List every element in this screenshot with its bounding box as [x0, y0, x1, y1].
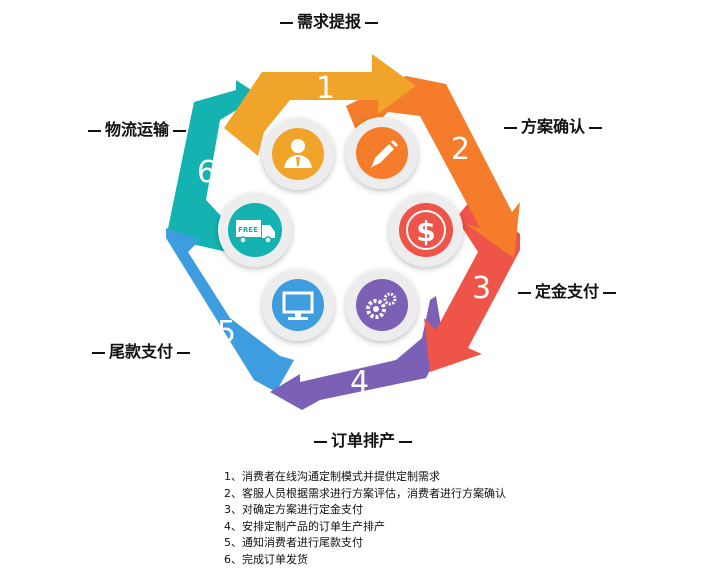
monitor-icon: [282, 291, 314, 320]
arrow-segment-5: [166, 228, 294, 392]
step-item-4: 4、安排定制产品的订单生产排产: [224, 519, 385, 533]
svg-text:$: $: [416, 215, 435, 248]
svg-text:FREE: FREE: [238, 226, 258, 234]
dash-right: [603, 291, 617, 294]
dash-left: [88, 129, 101, 132]
dash-right: [589, 126, 603, 129]
step-item-1: 1、消费者在线沟通定制模式并提供定制需求: [224, 470, 440, 483]
stage-label-text: 订单排产: [331, 431, 396, 450]
dash-left: [92, 351, 105, 354]
dash-right: [365, 21, 379, 24]
stage-circle-3: $: [389, 193, 463, 267]
dash-left: [504, 126, 517, 129]
stage-label-text: 物流运输: [105, 120, 170, 139]
stage-label-6: 物流运输: [84, 116, 190, 140]
stage-label-text: 需求提报: [297, 12, 362, 31]
stage-label-text: 定金支付: [535, 282, 600, 301]
stage-label-text: 方案确认: [521, 117, 586, 136]
gears-icon: [366, 292, 397, 319]
arrow-number-4: 4: [350, 365, 369, 400]
pencil-icon: [370, 140, 398, 168]
stage-circle-1: [262, 118, 334, 190]
stage-label-text: 尾款支付: [109, 342, 174, 361]
stage-circle-5: [262, 269, 334, 341]
dash-right: [173, 129, 187, 132]
dash-left: [314, 440, 327, 443]
dash-left: [518, 291, 531, 294]
step-item-6: 6、完成订单发货: [224, 552, 308, 566]
truck-icon: FREE: [236, 220, 275, 244]
arrow-segment-1: [224, 54, 416, 156]
stage-label-5: 尾款支付: [88, 338, 194, 362]
arrow-number-2: 2: [451, 132, 470, 167]
arrow-segment-6: [166, 80, 262, 255]
arrow-segment-4: [270, 296, 444, 410]
dash-right: [399, 440, 413, 443]
dash-left: [280, 21, 293, 24]
stage-circle-2: [346, 117, 418, 189]
stage-label-2: 方案确认: [500, 113, 606, 137]
arrow-number-5: 5: [217, 315, 236, 350]
arrow-number-6: 6: [197, 155, 216, 190]
arrow-number-3: 3: [472, 271, 491, 306]
step-item-3: 3、对确定方案进行定金支付: [224, 503, 363, 517]
arrow-segment-2: [346, 76, 520, 258]
stage-label-4: 订单排产: [310, 427, 416, 451]
steps-list: 1、消费者在线沟通定制模式并提供定制需求 2、客服人员根据需求进行方案评估，消费…: [224, 469, 506, 569]
stage-circle-4: [346, 269, 418, 341]
step-item-2: 2、客服人员根据需求进行方案评估，消费者进行方案确认: [224, 486, 506, 500]
dash-right: [177, 351, 191, 354]
arrow-number-1: 1: [316, 71, 335, 106]
stage-circle-6: FREE: [218, 193, 292, 267]
stage-label-3: 定金支付: [514, 278, 620, 302]
user-icon: [284, 139, 312, 168]
step-item-5: 5、通知消费者进行尾款支付: [224, 536, 363, 550]
stage-label-1: 需求提报: [276, 8, 382, 32]
dollar-icon: $: [406, 210, 446, 250]
